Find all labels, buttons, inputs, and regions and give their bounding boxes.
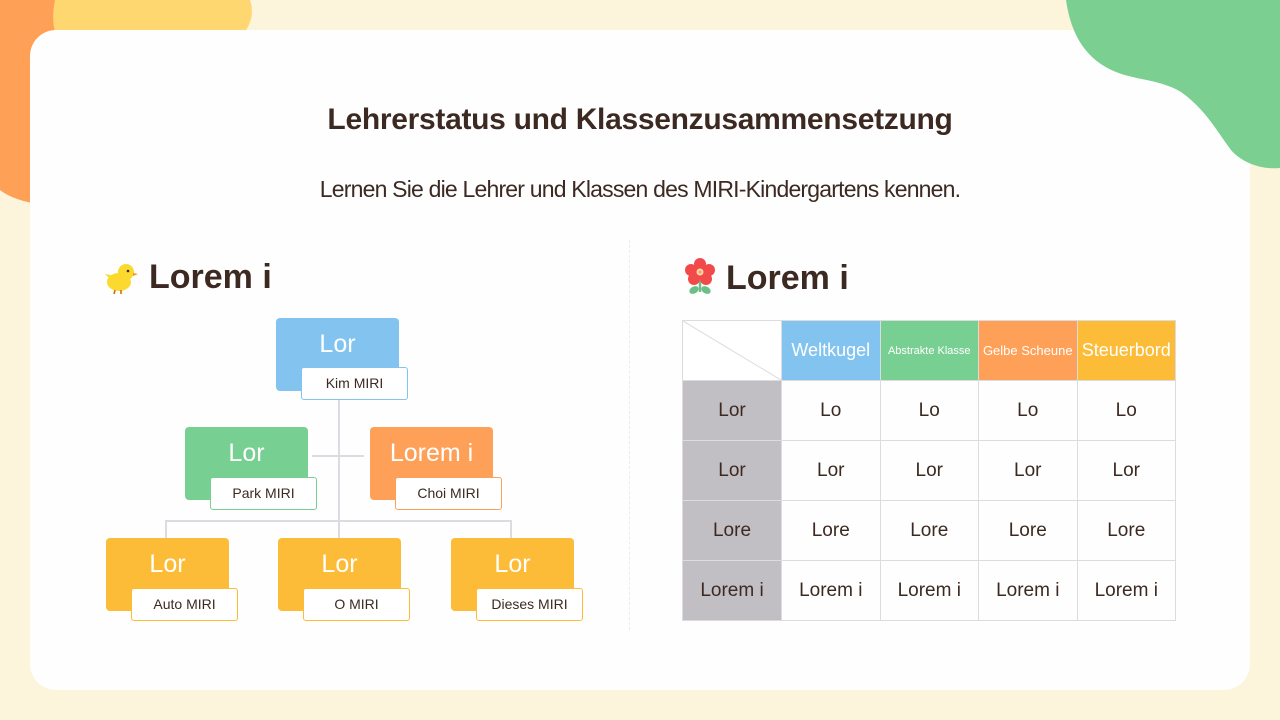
left-section-title: Lorem i (149, 258, 272, 296)
class-table: Weltkugel Abstrakte Klasse Gelbe Scheune… (682, 320, 1176, 621)
connector-level2 (312, 455, 364, 457)
column-header: Abstrakte Klasse (879, 320, 979, 381)
left-section-heading: Lorem i (105, 258, 272, 297)
table-cell: Lor (781, 440, 881, 501)
table-cell: Lore (879, 500, 979, 561)
table-cell: Lorem i (781, 560, 881, 621)
connector-level3-left (165, 520, 167, 538)
diagonal-line (683, 321, 781, 380)
right-section-title: Lorem i (726, 258, 849, 297)
org-node-title: Lor (321, 550, 358, 578)
org-node-name: O MIRI (303, 588, 410, 621)
column-header: Steuerbord (1076, 320, 1176, 381)
org-node-title: Lorem i (389, 439, 474, 467)
table-cell: Lore (978, 500, 1078, 561)
table-row: Lore Lore Lore Lore Lore (682, 500, 1176, 561)
connector-level3-right (510, 520, 512, 538)
row-header: Lore (682, 500, 782, 561)
table-row: Lor Lo Lo Lo Lo (682, 380, 1176, 441)
table-cell: Lor (879, 440, 979, 501)
flower-icon (685, 258, 715, 294)
table-corner-cell (682, 320, 782, 381)
org-node-name: Park MIRI (210, 477, 317, 510)
column-header: Gelbe Scheune (978, 320, 1078, 381)
page-subtitle: Lernen Sie die Lehrer und Klassen des MI… (319, 176, 961, 202)
row-header: Lorem i (682, 560, 782, 621)
connector-level3-bar (165, 520, 512, 522)
org-node-title: Lor (319, 330, 356, 358)
table-cell: Lor (1076, 440, 1176, 501)
org-node-title: Lor (228, 439, 265, 467)
org-node-title: Lor (149, 550, 186, 578)
table-row: Lorem i Lorem i Lorem i Lorem i Lorem i (682, 560, 1176, 621)
column-header: Weltkugel (781, 320, 881, 381)
table-cell: Lorem i (978, 560, 1078, 621)
table-cell: Lore (1076, 500, 1176, 561)
table-cell: Lore (781, 500, 881, 561)
org-node-name: Dieses MIRI (476, 588, 583, 621)
table-cell: Lo (879, 380, 979, 441)
row-header: Lor (682, 380, 782, 441)
table-header-row: Weltkugel Abstrakte Klasse Gelbe Scheune… (682, 320, 1176, 381)
org-node-name: Choi MIRI (395, 477, 502, 510)
connector-trunk (338, 399, 340, 539)
page-title: Lehrerstatus und Klassenzusammensetzung (327, 103, 953, 136)
table-cell: Lo (781, 380, 881, 441)
table-cell: Lo (978, 380, 1078, 441)
chick-icon (105, 263, 138, 294)
table-cell: Lorem i (879, 560, 979, 621)
green-blob-decoration (1066, 0, 1280, 169)
table-cell: Lor (978, 440, 1078, 501)
table-row: Lor Lor Lor Lor Lor (682, 440, 1176, 501)
org-node-title: Lor (494, 550, 531, 578)
org-node-name: Auto MIRI (131, 588, 238, 621)
table-cell: Lorem i (1076, 560, 1176, 621)
org-node-name: Kim MIRI (301, 367, 408, 400)
section-divider (629, 240, 630, 630)
table-cell: Lo (1076, 380, 1176, 441)
right-section-heading: Lorem i (684, 258, 849, 298)
row-header: Lor (682, 440, 782, 501)
